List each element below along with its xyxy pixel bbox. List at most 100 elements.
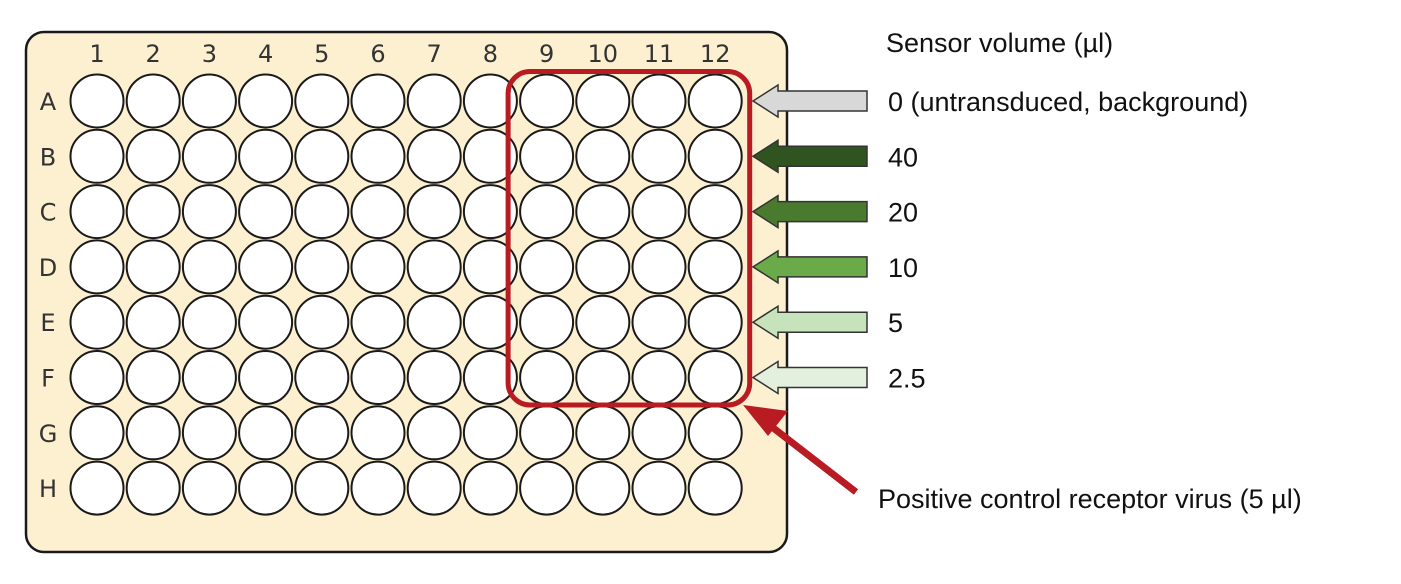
well-A10 [575, 73, 631, 129]
well-C11 [631, 184, 687, 240]
well-H2 [125, 460, 181, 516]
well-E10 [575, 294, 631, 350]
legend-arrow [751, 194, 868, 229]
well-B2 [125, 128, 181, 184]
well-E2 [125, 294, 181, 350]
well-C5 [294, 184, 350, 240]
well-C12 [687, 184, 743, 240]
well-H6 [350, 460, 406, 516]
legend-label: 5 [888, 308, 903, 338]
well-G7 [406, 405, 462, 461]
well-H10 [575, 460, 631, 516]
legend-label: 20 [888, 198, 918, 228]
legend-title: Sensor volume (µl) [886, 28, 1113, 58]
well-F3 [181, 350, 237, 405]
row-label: C [40, 199, 57, 227]
well-F9 [519, 350, 575, 405]
well-E3 [181, 294, 237, 350]
column-label: 4 [258, 40, 273, 68]
well-A7 [406, 73, 462, 129]
well-F5 [294, 350, 350, 405]
well-G11 [631, 405, 687, 461]
well-B3 [181, 128, 237, 184]
well-C4 [238, 184, 294, 240]
well-C10 [575, 184, 631, 240]
column-label: 3 [202, 40, 217, 68]
well-F1 [69, 350, 125, 405]
column-label: 1 [89, 40, 104, 68]
well-D12 [687, 239, 743, 295]
well-D7 [406, 239, 462, 295]
well-B1 [69, 128, 125, 184]
well-H1 [69, 460, 125, 516]
column-label: 8 [483, 40, 498, 68]
well-F6 [350, 350, 406, 405]
well-A5 [294, 73, 350, 129]
well-C3 [181, 184, 237, 240]
well-H11 [631, 460, 687, 516]
well-B9 [519, 128, 575, 184]
well-E5 [294, 294, 350, 350]
legend-arrow [751, 138, 868, 174]
well-F4 [238, 350, 294, 405]
legend-label: 40 [888, 142, 918, 172]
well-A12 [687, 73, 743, 129]
column-label: 7 [427, 40, 442, 68]
well-F7 [406, 350, 462, 405]
row-label: A [40, 88, 57, 116]
well-C8 [462, 184, 518, 240]
highlight-box [505, 69, 753, 408]
well-D2 [125, 239, 181, 295]
well-B11 [631, 128, 687, 184]
well-G6 [350, 405, 406, 461]
column-label: 10 [588, 40, 619, 68]
well-F8 [462, 350, 518, 405]
well-A9 [519, 73, 575, 129]
well-E1 [69, 294, 125, 350]
well-A11 [631, 73, 687, 129]
well-G5 [294, 405, 350, 461]
well-G2 [125, 405, 181, 461]
well-B5 [294, 128, 350, 184]
well-H4 [238, 460, 294, 516]
well-D4 [238, 239, 294, 295]
well-A2 [125, 73, 181, 129]
column-label: 12 [700, 40, 731, 68]
well-H8 [462, 460, 518, 516]
row-label: F [41, 365, 55, 393]
well-D10 [575, 239, 631, 295]
well-B6 [350, 128, 406, 184]
annotation: Positive control receptor virus (5 µl) [743, 405, 1302, 514]
well-E8 [462, 294, 518, 350]
well-H12 [687, 460, 743, 516]
wells-grid [69, 73, 743, 516]
well-A8 [462, 73, 518, 129]
well-F2 [125, 350, 181, 405]
well-C2 [125, 184, 181, 240]
well-H3 [181, 460, 237, 516]
well-G10 [575, 405, 631, 461]
well-D5 [294, 239, 350, 295]
well-C6 [350, 184, 406, 240]
well-B10 [575, 128, 631, 184]
row-label: G [39, 420, 58, 448]
well-H9 [519, 460, 575, 516]
row-label: D [39, 254, 57, 282]
well-D8 [462, 239, 518, 295]
well-E6 [350, 294, 406, 350]
well-E4 [238, 294, 294, 350]
well-G3 [181, 405, 237, 461]
well-F12 [687, 350, 743, 405]
legend-arrow [751, 83, 868, 119]
annotation-arrowhead [743, 405, 788, 436]
legend-label: 2.5 [888, 364, 926, 394]
well-E7 [406, 294, 462, 350]
well-F11 [631, 350, 687, 405]
well-E11 [631, 294, 687, 350]
well-A6 [350, 73, 406, 129]
well-E9 [519, 294, 575, 350]
